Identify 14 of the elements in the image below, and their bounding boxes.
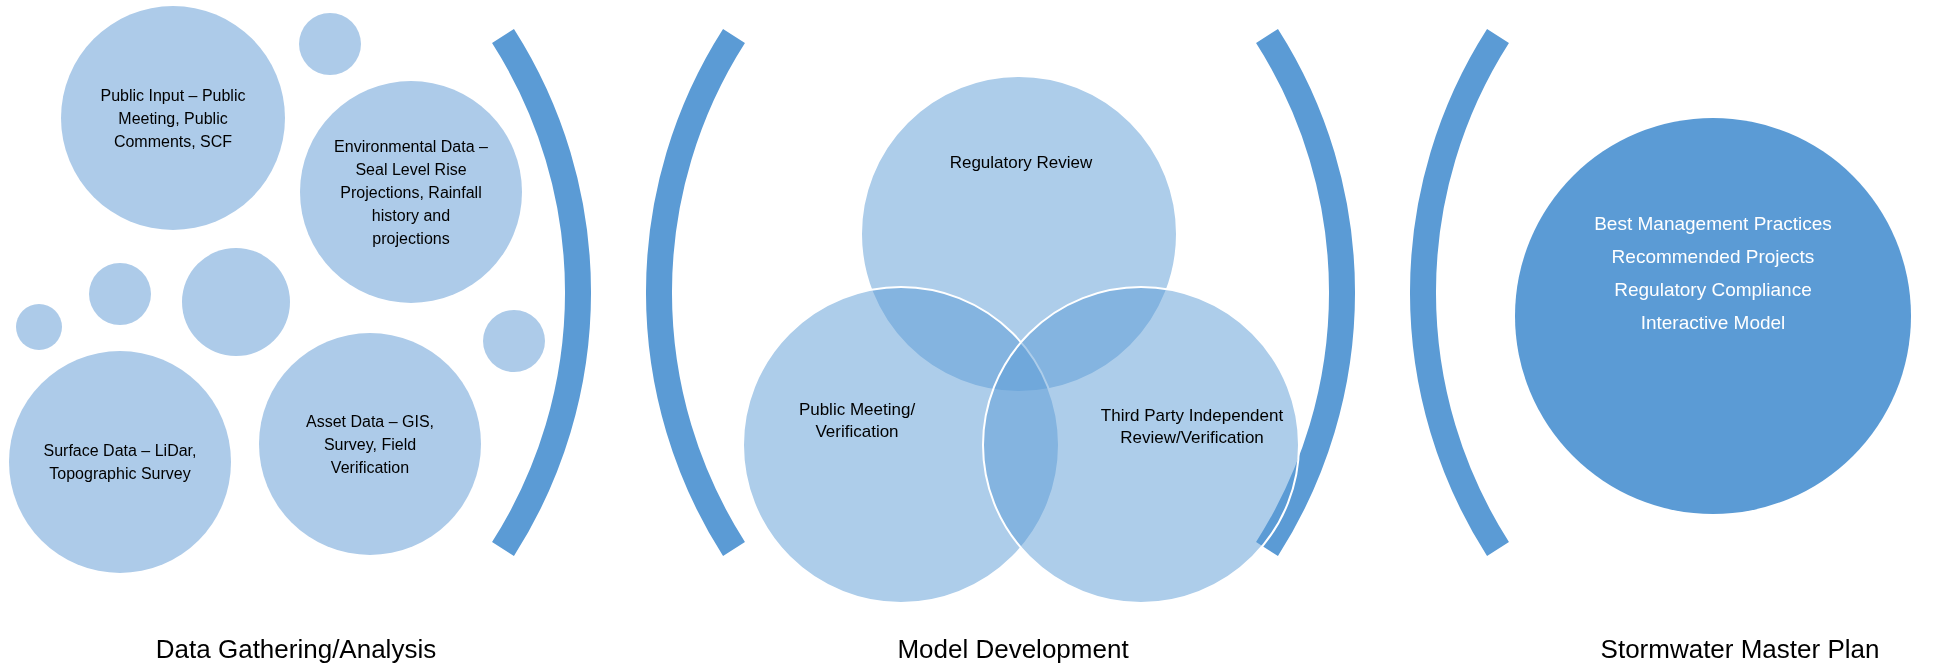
stage-title: Data Gathering/Analysis	[154, 633, 438, 666]
outcome-text: Regulatory Compliance	[1613, 278, 1813, 302]
outcome-text: Interactive Model	[1639, 311, 1787, 335]
circle-label: Third Party Independent Review/Verification	[1099, 405, 1285, 449]
circle-label: Asset Data – GIS, Survey, Field Verification	[304, 411, 436, 478]
circle-label: Surface Data – LiDar, Topographic Survey	[42, 441, 198, 484]
circle-label: Environmental Data – Seal Level Rise Projections, Rainfall history and projections	[333, 136, 489, 249]
stage-title: Stormwater Master Plan	[1599, 633, 1881, 666]
outcome-text: Best Management Practices	[1593, 212, 1833, 236]
stage-title: Model Development	[896, 633, 1130, 666]
outcome-text: Recommended Projects	[1610, 245, 1816, 269]
circle-label: Public Input – Public Meeting, Public Comments, SCF	[99, 85, 247, 152]
circle-label: Public Meeting/ Verification	[797, 399, 917, 443]
circle-label: Regulatory Review	[948, 152, 1094, 174]
